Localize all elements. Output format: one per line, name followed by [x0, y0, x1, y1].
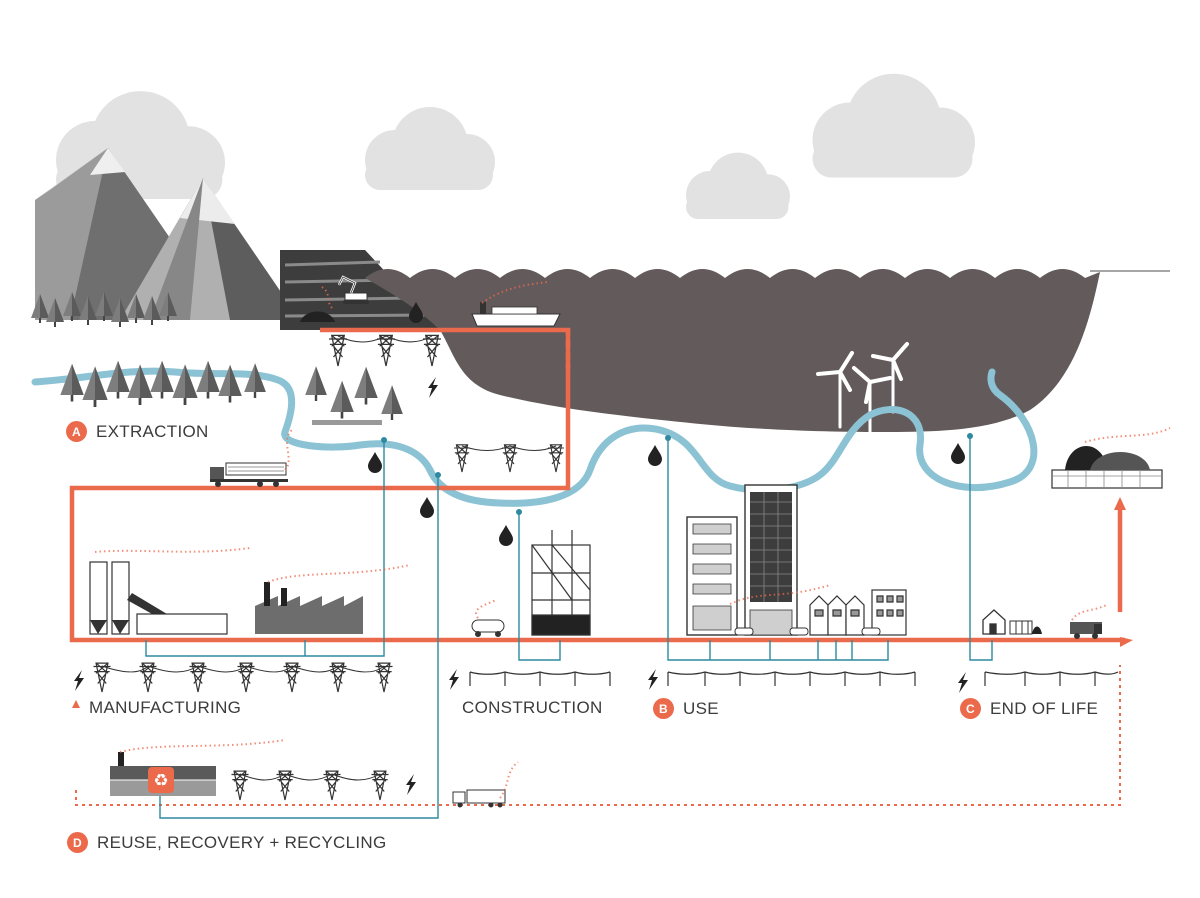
- badge-c: C: [960, 698, 981, 719]
- pylon-icon: [374, 662, 394, 693]
- mountain-icon: [35, 148, 300, 320]
- excavator-icon: [337, 275, 369, 304]
- lightning-icon: [406, 774, 416, 795]
- construction-site: [531, 530, 591, 636]
- pylon-icon: [275, 770, 295, 801]
- stage-label-extraction: A EXTRACTION: [66, 421, 209, 442]
- waste-pile-icon: [1051, 445, 1163, 489]
- badge-d: D: [67, 832, 88, 853]
- lightning-icon: [428, 377, 438, 398]
- power-lines: [92, 334, 565, 801]
- truck-icon: [210, 462, 288, 487]
- timber-pile: [312, 420, 382, 425]
- water-drop-icon: [648, 445, 662, 466]
- pylon-icon: [422, 334, 442, 367]
- lightning-icon: [648, 669, 658, 690]
- lightning-icon: [449, 669, 459, 690]
- pylon-icon: [322, 770, 342, 801]
- pylon-icon: [328, 334, 348, 367]
- forest: [31, 292, 403, 425]
- manufacturing-label: MANUFACTURING: [89, 698, 242, 717]
- pylon-icon: [188, 662, 208, 693]
- lightning-icon: [74, 670, 84, 691]
- stage-label-end-of-life: C END OF LIFE: [960, 698, 1098, 719]
- water-lines: [145, 436, 993, 819]
- cloud: [365, 107, 495, 190]
- pylon-icon: [370, 770, 390, 801]
- water-drop-icon: [499, 525, 513, 546]
- house-icon: [982, 609, 1006, 635]
- cement-truck-icon: [471, 619, 505, 637]
- stage-label-manufacturing: MANUFACTURING: [89, 698, 241, 718]
- tree-icon: [330, 380, 354, 419]
- sea: [365, 269, 1170, 432]
- flow-arrow-icon: [1114, 497, 1126, 510]
- tree-icon: [196, 360, 220, 399]
- badge-a: A: [66, 421, 87, 442]
- house-row-icon: [809, 589, 907, 636]
- truck-icon: [452, 789, 506, 808]
- use-label: USE: [683, 698, 719, 718]
- stage-label-construction: CONSTRUCTION: [462, 698, 603, 718]
- pylon-icon: [230, 770, 250, 801]
- waste-truck-icon: [1070, 622, 1102, 639]
- water-drop-icon: [951, 443, 965, 464]
- tree-icon: [305, 366, 327, 401]
- pylon-icon: [328, 662, 348, 693]
- office-building-icon: [686, 484, 798, 636]
- tree-icon: [106, 360, 130, 399]
- tree-icon: [150, 360, 174, 399]
- skip-icon: [1009, 620, 1042, 635]
- recycling-label: REUSE, RECOVERY + RECYCLING: [97, 832, 387, 852]
- tree-icon: [354, 366, 378, 405]
- cloud: [686, 152, 790, 219]
- pylon-icon: [376, 334, 396, 367]
- wind-turbine-icon: [816, 342, 909, 436]
- recycle-icon: ♻: [153, 771, 168, 791]
- water-drop-icon: [368, 452, 382, 473]
- cloud: [812, 73, 975, 178]
- pylon-icon: [501, 444, 519, 473]
- flow-lines: [69, 327, 1125, 643]
- stage-label-use: B USE: [653, 698, 719, 719]
- construction-label: CONSTRUCTION: [462, 698, 603, 717]
- cargo-ship-icon: [471, 302, 561, 327]
- pylon-icon: [138, 662, 158, 693]
- flow-arrow-icon: [1120, 637, 1133, 647]
- pylon-icon: [236, 662, 256, 693]
- end-of-life-label: END OF LIFE: [990, 698, 1099, 718]
- extraction-label: EXTRACTION: [96, 421, 209, 441]
- utility-lines: [469, 671, 1119, 686]
- recycling-plant-icon: [110, 752, 216, 796]
- car-icon: [734, 627, 881, 636]
- pylon-icon: [282, 662, 302, 693]
- pylon-icon: [547, 444, 565, 473]
- silo-icon: [89, 561, 228, 635]
- lightning-icon: [958, 672, 968, 693]
- tree-icon: [381, 385, 403, 420]
- stage-label-recycling: D REUSE, RECOVERY + RECYCLING: [67, 832, 386, 853]
- emission-plumes: [94, 281, 1171, 799]
- dotted-flow: [75, 665, 1121, 806]
- river: [31, 367, 1038, 507]
- factory-icon: [255, 582, 363, 634]
- tree-icon: [244, 363, 266, 398]
- water-drop-icon: [420, 497, 434, 518]
- pylon-icon: [453, 444, 471, 473]
- flow-arrow-icon: [72, 700, 80, 708]
- badge-b: B: [653, 698, 674, 719]
